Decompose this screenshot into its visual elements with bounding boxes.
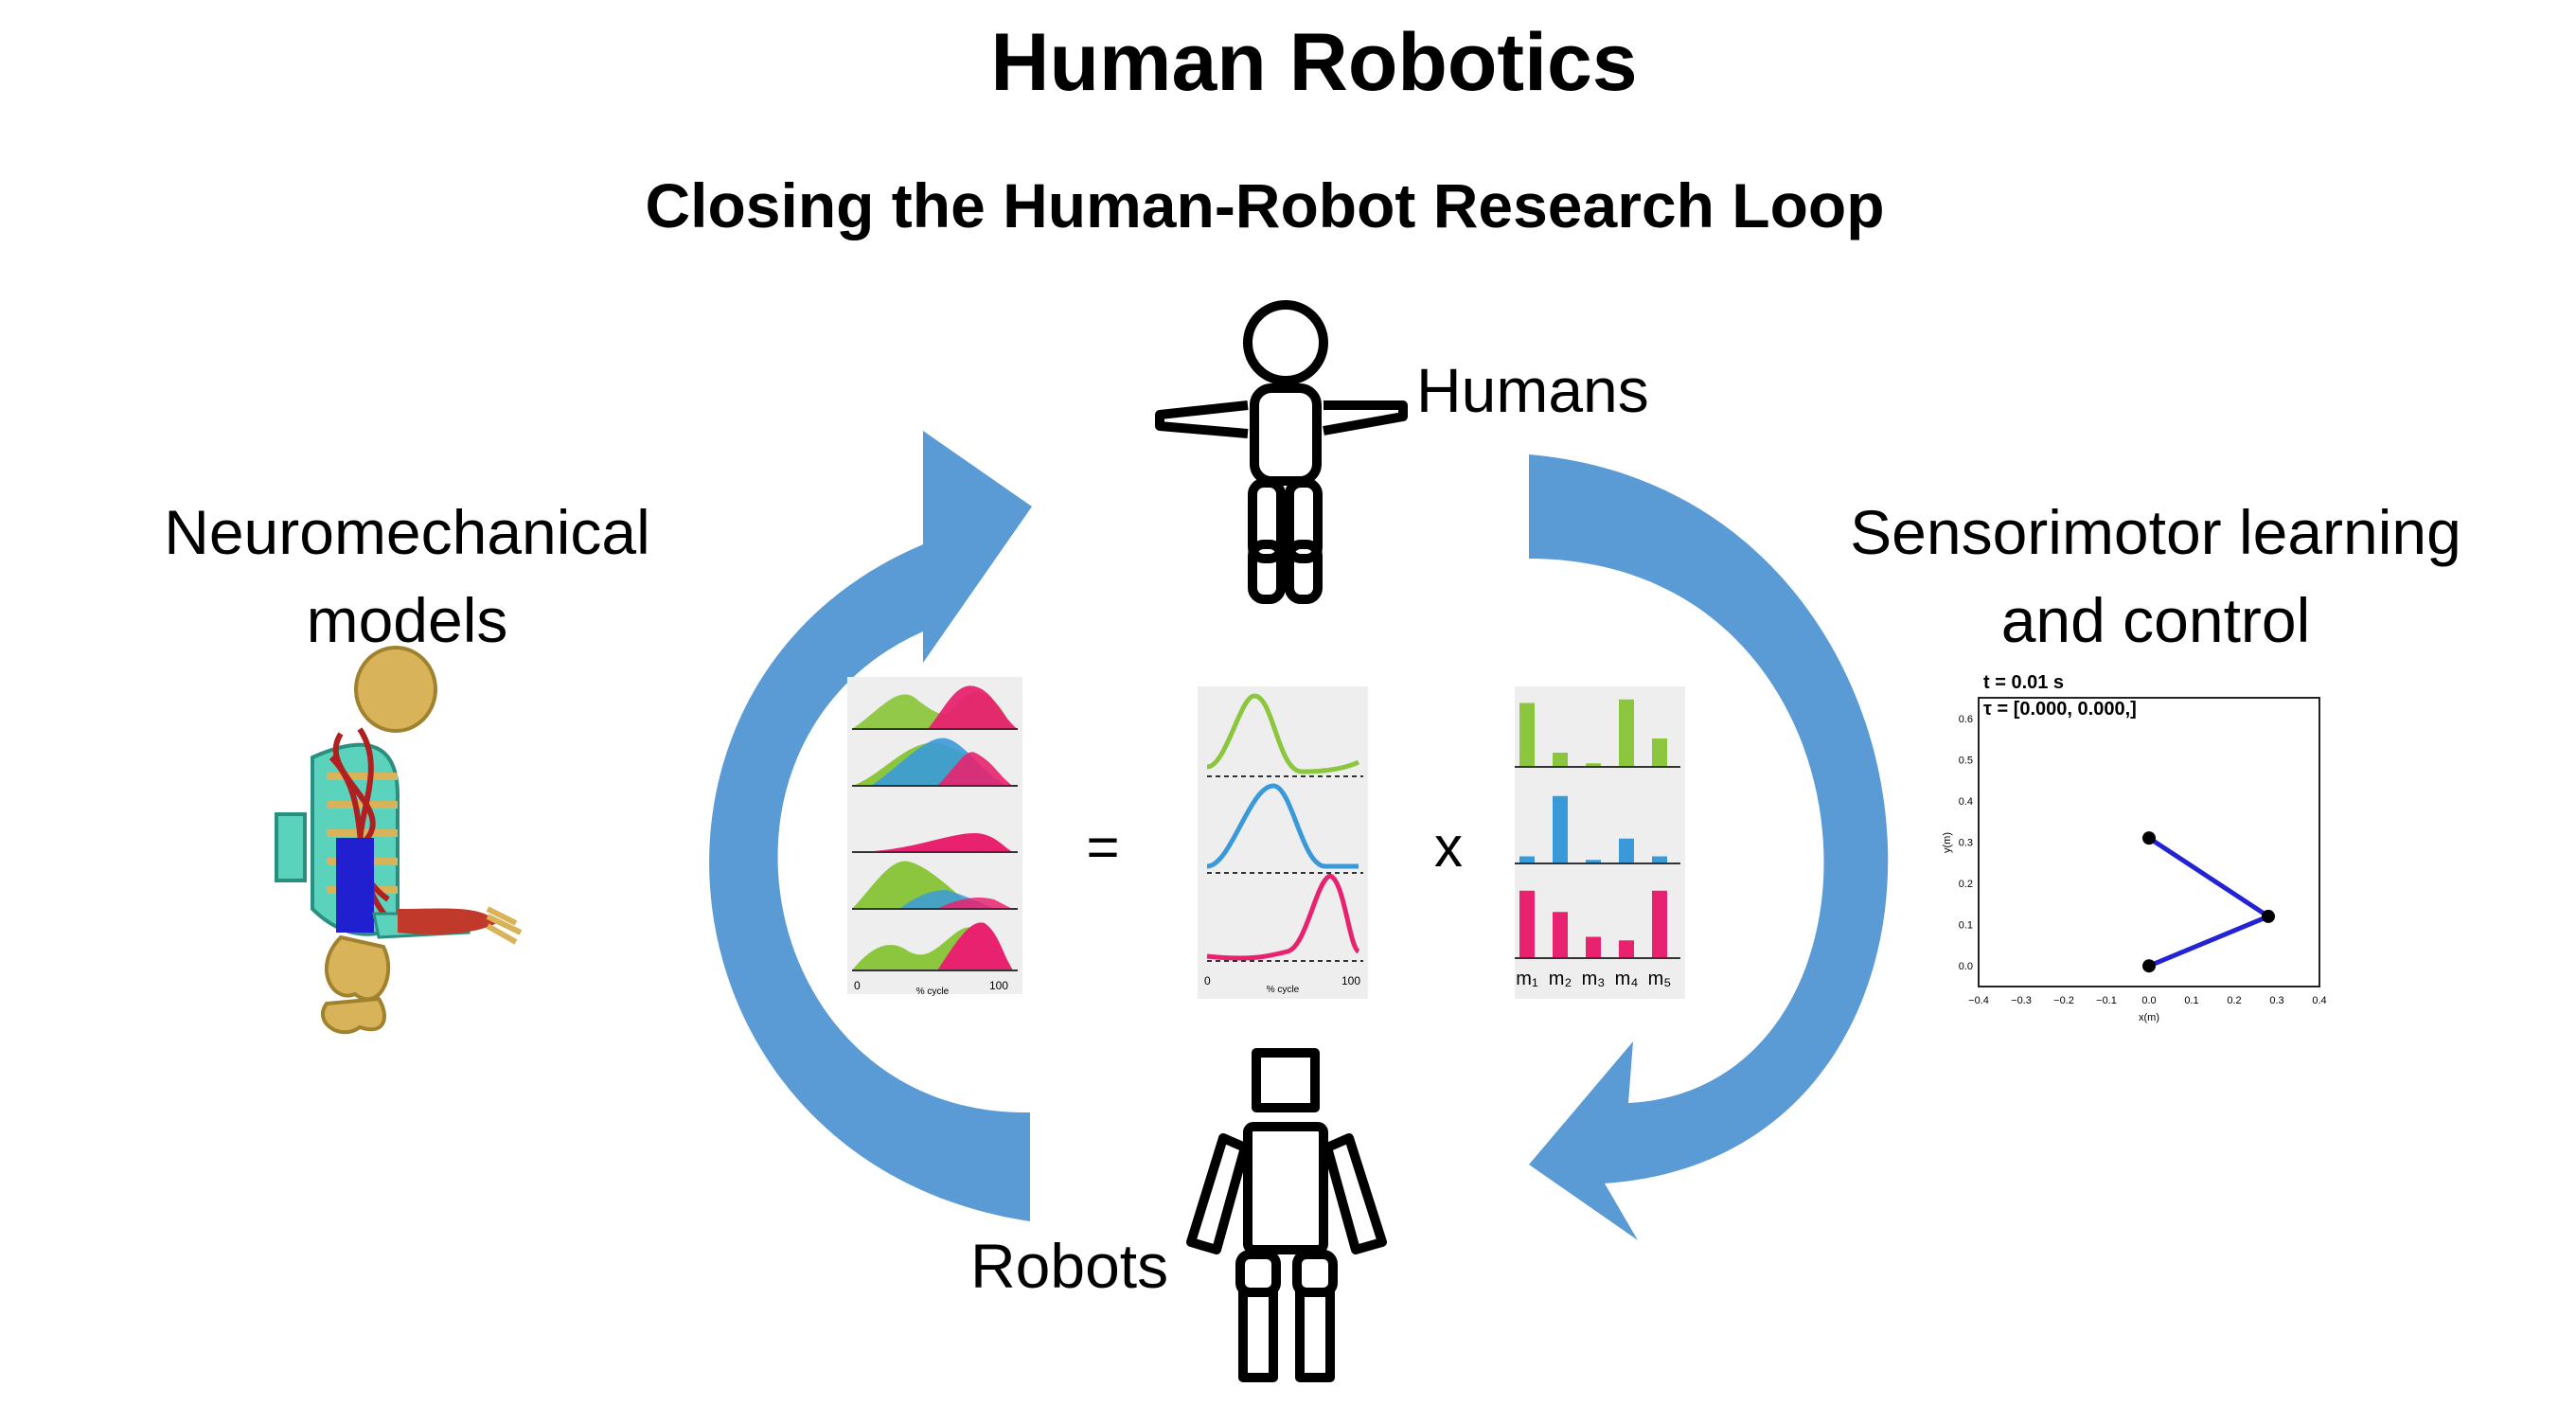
magenta-weight-bar [1586, 936, 1601, 958]
sensori-label-line2: and control [2001, 585, 2311, 655]
humans-label: Humans [1416, 355, 1649, 425]
page-subtitle: Closing the Human-Robot Research Loop [645, 170, 1884, 240]
arm-link [2148, 914, 2269, 969]
arm-x-ticks: −0.4 −0.3 −0.2 −0.1 0.0 0.1 0.2 0.3 0.4 [1968, 995, 2327, 1006]
synergy-xtick-end: 100 [1341, 974, 1360, 987]
arm-x-tick-label: 0.4 [2312, 995, 2326, 1006]
blue-weight-bar [1586, 860, 1601, 863]
blue-weight-bar [1652, 856, 1667, 863]
green-weight-bar [1553, 753, 1568, 767]
sensori-label-line1: Sensorimotor learning [1850, 497, 2461, 567]
emg-xtick-end: 100 [989, 979, 1008, 992]
green-weight-bar [1652, 738, 1667, 767]
left-cycle-arrow [709, 431, 1032, 1221]
arm-y-tick-label: 0.1 [1959, 920, 1973, 932]
arm-x-tick-label: −0.4 [1968, 995, 1989, 1006]
arm-y-tick-label: 0.0 [1959, 961, 1973, 972]
synergy-profiles-plot [1198, 686, 1368, 999]
arm-joint [2262, 909, 2275, 923]
blue-weight-bar [1619, 838, 1634, 863]
green-weight-bar [1519, 703, 1535, 767]
muscle-weight-bars [1515, 699, 1680, 959]
emg-xtick-mid: % cycle [916, 987, 950, 997]
blue-weight-bar [1519, 856, 1535, 863]
arm-x-tick-label: 0.3 [2269, 995, 2283, 1006]
arm-ylabel: y(m) [1942, 832, 1953, 853]
arm-y-tick-label: 0.6 [1959, 714, 1973, 725]
magenta-weight-bar [1519, 890, 1535, 958]
arm-joint [2142, 831, 2156, 845]
arm-x-tick-label: −0.2 [2053, 995, 2074, 1006]
arm-x-tick-label: −0.3 [2011, 995, 2032, 1006]
equals-sign: = [1086, 815, 1119, 879]
robot-icon [1186, 1048, 1387, 1382]
magenta-weight-bar [1619, 940, 1634, 958]
neuro-label-line1: Neuromechanical [164, 497, 650, 567]
right-cycle-arrow [1529, 454, 1889, 1240]
muscle-labels: m₁ m₂ m₃ m₄ m₅ [1516, 969, 1671, 989]
arm-y-tick-label: 0.3 [1959, 838, 1973, 849]
green-weight-bar [1586, 763, 1601, 767]
arm-link [2147, 836, 2270, 919]
neuro-label-line2: models [307, 585, 508, 655]
blue-weight-bar [1553, 795, 1568, 863]
muscle-label: m₅ [1648, 969, 1672, 989]
synergy-xtick-start: 0 [1204, 974, 1211, 987]
green-weight-bar [1619, 699, 1634, 767]
emg-xtick-start: 0 [854, 979, 861, 992]
arm-simulation-plot [1978, 697, 2320, 987]
muscle-label: m₁ [1516, 969, 1538, 989]
magenta-weight-bar [1652, 890, 1667, 958]
arm-time-label: t = 0.01 s [1983, 672, 2064, 693]
arm-xlabel: x(m) [2139, 1012, 2159, 1023]
synergy-xtick-mid: % cycle [1267, 985, 1300, 995]
arm-torque-label: τ = [0.000, 0.000,] [1983, 699, 2137, 720]
muscle-label: m₄ [1615, 969, 1639, 989]
human-icon [1155, 300, 1408, 604]
arm-y-tick-label: 0.5 [1959, 755, 1973, 766]
arm-joint [2142, 959, 2156, 973]
musculoskeletal-model-figure [275, 646, 523, 1035]
arm-y-tick-label: 0.2 [1959, 879, 1973, 890]
robots-label: Robots [970, 1231, 1168, 1301]
arm-x-tick-label: 0.0 [2141, 995, 2156, 1006]
arm-x-tick-label: −0.1 [2096, 995, 2117, 1006]
arm-y-ticks: 0.0 0.1 0.2 0.3 0.4 0.5 0.6 [1959, 714, 1973, 972]
arm-links [2142, 831, 2275, 973]
arm-y-tick-label: 0.4 [1959, 796, 1973, 808]
page-title: Human Robotics [990, 17, 1637, 108]
muscle-label: m₃ [1582, 969, 1606, 989]
muscle-label: m₂ [1549, 969, 1572, 989]
magenta-weight-bar [1553, 912, 1568, 958]
times-sign: x [1434, 815, 1463, 879]
arm-x-tick-label: 0.2 [2227, 995, 2241, 1006]
arm-x-tick-label: 0.1 [2184, 995, 2198, 1006]
emg-patterns-plot [847, 677, 1022, 994]
